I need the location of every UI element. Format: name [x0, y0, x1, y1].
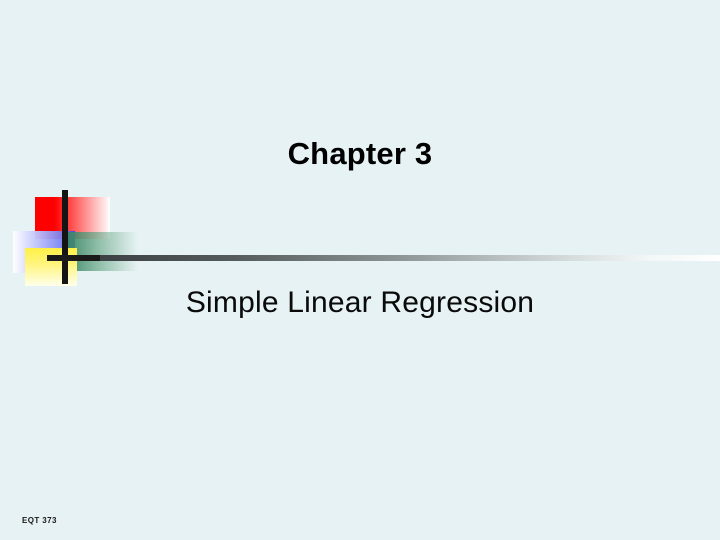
vertical-bar — [62, 190, 68, 284]
slide-title: Chapter 3 — [287, 136, 433, 171]
red-square — [35, 197, 110, 239]
green-square — [63, 232, 138, 271]
horizontal-gradient-rule — [100, 255, 720, 261]
slide-footer: EQT 373 — [22, 516, 57, 525]
yellow-square — [25, 248, 77, 286]
horizontal-bar-short — [47, 255, 107, 261]
blue-square — [13, 231, 75, 273]
slide-subtitle: Simple Linear Regression — [185, 286, 535, 319]
